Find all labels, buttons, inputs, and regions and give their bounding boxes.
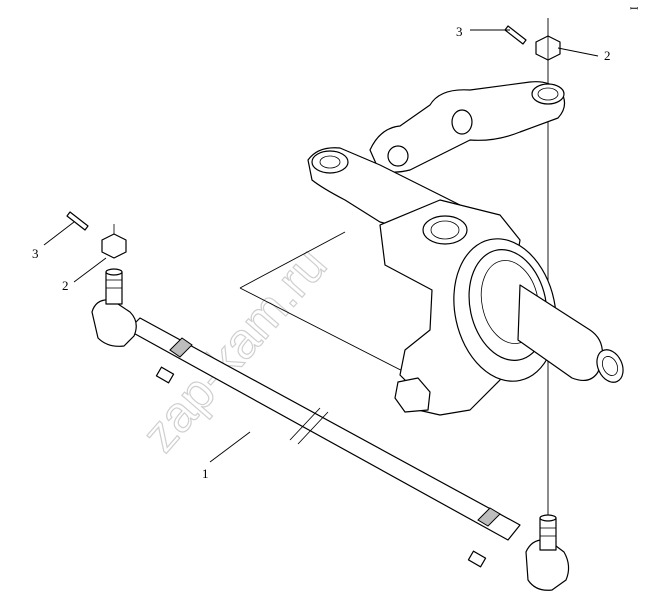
callout-rod: 1: [202, 466, 209, 481]
callout-leaders: [43, 29, 599, 463]
corner-mark: ꟷ: [630, 4, 638, 15]
knuckle-leader-lines: [239, 231, 431, 386]
tie-rod-end-left: [91, 268, 137, 347]
callout-nut-left: 2: [62, 278, 69, 293]
steering-knuckle: [307, 81, 624, 416]
callout-nut-top: 2: [604, 48, 611, 63]
castle-nut-top: [535, 35, 561, 61]
cotter-pin-left: [66, 211, 89, 231]
tie-rod-end-right: [525, 514, 570, 591]
castle-nut-left: [101, 224, 127, 259]
callout-pin-left: 3: [32, 246, 39, 261]
callout-pin-top: 3: [456, 24, 463, 39]
cotter-pin-top: [504, 25, 527, 45]
